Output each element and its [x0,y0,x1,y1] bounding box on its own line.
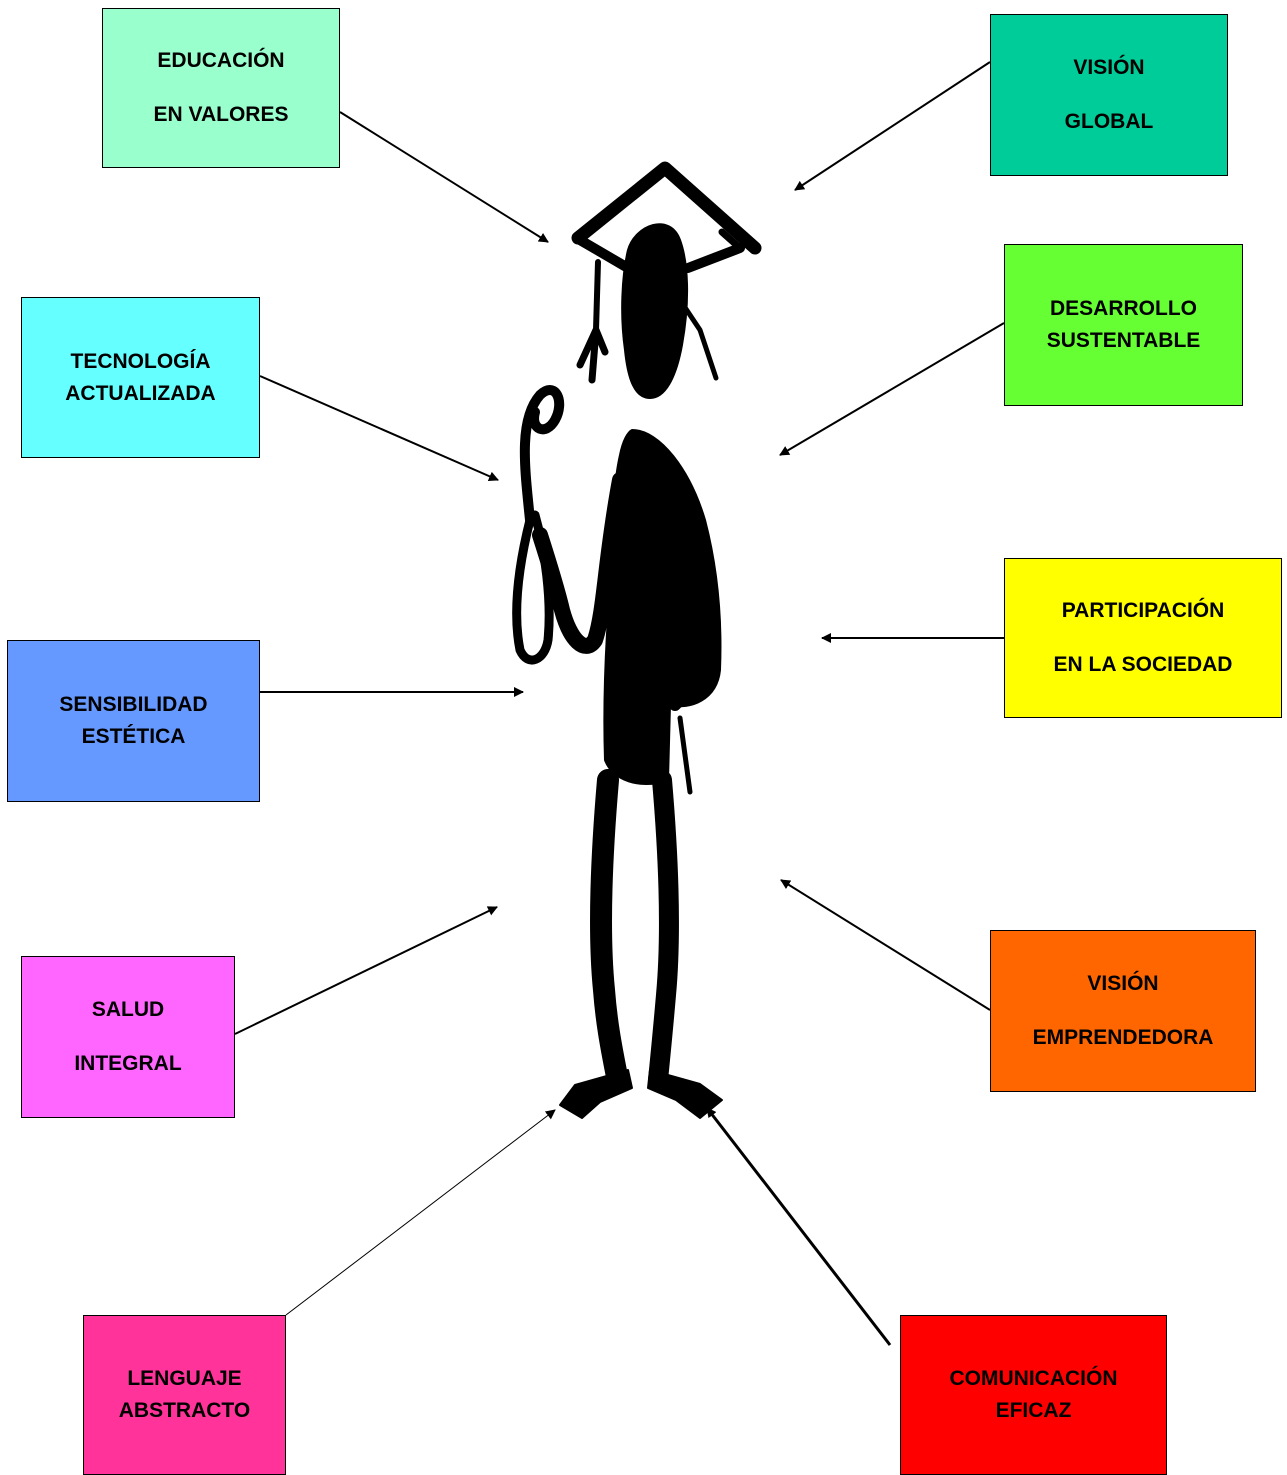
box-line: SALUD [91,998,165,1021]
box-sensibilidad-estetica: SENSIBILIDAD ESTÉTICA [7,640,260,802]
left-foot [559,1069,633,1119]
diploma-scroll [519,385,565,525]
box-line: GLOBAL [1064,110,1154,133]
tassel [593,259,601,333]
box-line: DESARROLLO [1050,297,1197,320]
box-line: ESTÉTICA [81,725,186,748]
head [621,223,689,399]
box-vision-global: VISIÓN GLOBAL [990,14,1228,176]
box-educacion-en-valores: EDUCACIÓN EN VALORES [102,8,340,168]
arrow-vision-emprendedora [780,879,991,1011]
arrow-comunicacion [705,1107,892,1346]
box-line: INTEGRAL [74,1052,182,1075]
box-salud-integral: SALUD INTEGRAL [21,956,235,1118]
box-line: TECNOLOGÍA [70,349,211,373]
box-tecnologia-actualizada: TECNOLOGÍA ACTUALIZADA [21,297,260,458]
box-comunicacion-eficaz: COMUNICACIÓN EFICAZ [900,1315,1167,1475]
arrow-tecnologia [259,375,499,481]
right-leg [648,770,679,1090]
box-line: ACTUALIZADA [65,381,216,405]
arrow-desarrollo [779,322,1005,456]
box-line: SENSIBILIDAD [59,693,208,716]
box-line: ABSTRACTO [118,1399,251,1422]
arm [532,472,628,654]
box-line: PARTICIPACIÓN [1061,599,1225,622]
box-participacion-en-la-sociedad: PARTICIPACIÓN EN LA SOCIEDAD [1004,558,1282,718]
box-line: SUSTENTABLE [1046,329,1201,352]
box-line: VISIÓN [1073,56,1145,79]
right-foot [647,1069,723,1119]
box-line: EN LA SOCIEDAD [1053,653,1233,676]
box-line: EMPRENDEDORA [1032,1026,1214,1049]
box-line: VISIÓN [1087,972,1159,995]
mortarboard [571,161,762,255]
arrow-vision-global [794,61,991,191]
arrow-lenguaje [285,1109,556,1316]
box-line: LENGUAJE [127,1367,242,1390]
arrow-educacion [339,111,549,243]
box-line: EFICAZ [995,1399,1072,1422]
box-line: EN VALORES [153,103,289,126]
box-line: EDUCACIÓN [157,49,285,72]
graduate-silhouette [512,161,762,1119]
box-line: COMUNICACIÓN [949,1367,1118,1390]
left-leg [590,769,629,1093]
box-vision-emprendedora: VISIÓN EMPRENDEDORA [990,930,1256,1092]
arrow-salud [234,906,498,1035]
box-desarrollo-sustentable: DESARROLLO SUSTENTABLE [1004,244,1243,406]
box-lenguaje-abstracto: LENGUAJE ABSTRACTO [83,1315,286,1475]
